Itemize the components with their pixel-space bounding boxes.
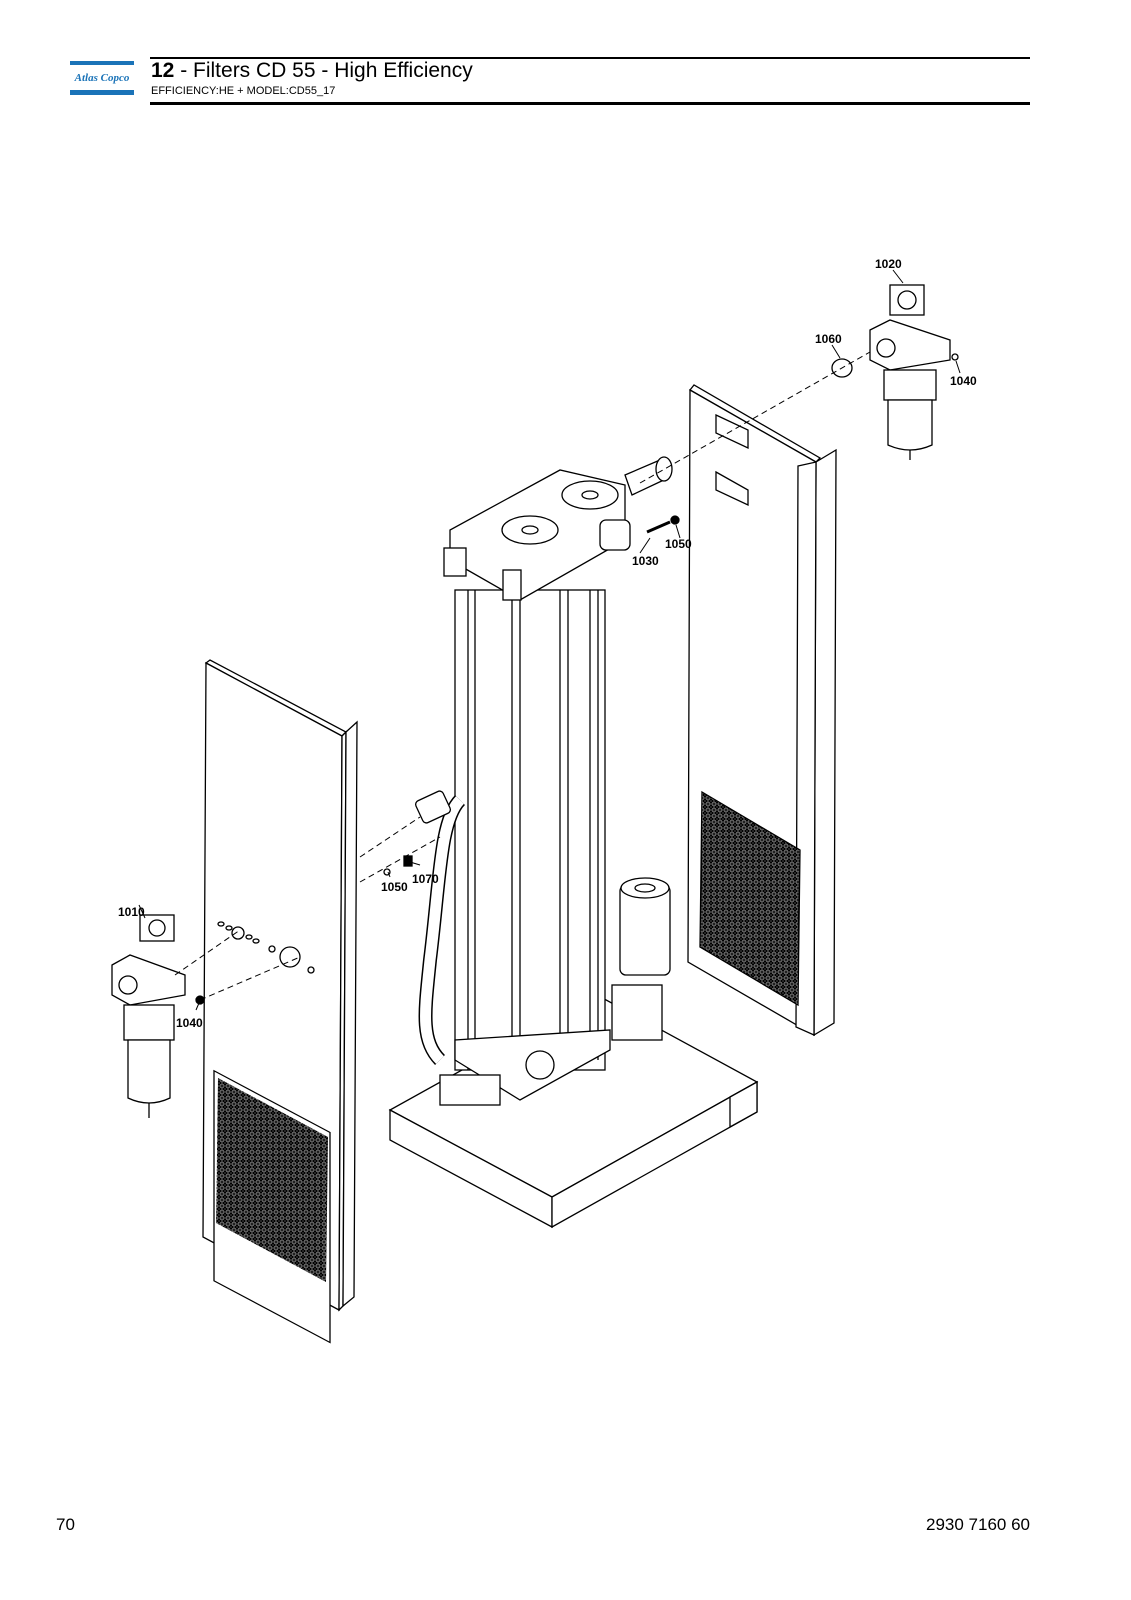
oring-1060 xyxy=(831,358,853,378)
callout-1030: 1030 xyxy=(632,554,659,568)
svg-text:Atlas Copco: Atlas Copco xyxy=(74,72,130,84)
plug-1050-left xyxy=(383,868,391,876)
callout-1040-right: 1040 xyxy=(950,374,977,388)
callout-1060: 1060 xyxy=(815,332,842,346)
header-top-rule xyxy=(150,57,1030,59)
page-subtitle: EFFICIENCY:HE + MODEL:CD55_17 xyxy=(151,85,336,97)
left-side-panel xyxy=(202,659,358,1344)
small-parts xyxy=(195,353,959,1005)
header-bottom-rule xyxy=(150,102,1030,105)
plug-1050-right xyxy=(670,515,680,525)
bolt-1030 xyxy=(646,520,671,534)
assembly-lines xyxy=(174,351,871,1001)
callout-1050-left: 1050 xyxy=(381,880,408,894)
page-title: 12 - Filters CD 55 - High Efficiency xyxy=(151,59,473,83)
right-side-panel xyxy=(687,384,837,1037)
section-number: 12 xyxy=(151,59,175,82)
callout-1050-right: 1050 xyxy=(665,537,692,551)
leader-lines xyxy=(138,269,961,1011)
section-title: - Filters CD 55 - High Efficiency xyxy=(174,59,473,82)
page-number: 70 xyxy=(56,1515,75,1534)
dryer-column-assembly xyxy=(414,456,673,1106)
left-panel-vent-grille xyxy=(216,1078,328,1282)
fitting-1070 xyxy=(403,855,413,867)
atlas-copco-logo: Atlas Copco xyxy=(70,61,134,95)
document-number: 2930 7160 60 xyxy=(926,1515,1030,1534)
filter-1010 xyxy=(111,914,186,1118)
filter-1020 xyxy=(869,284,951,460)
callout-1070: 1070 xyxy=(412,872,439,886)
plug-1040-right xyxy=(951,353,959,361)
callout-1020: 1020 xyxy=(875,257,902,271)
base-frame xyxy=(388,994,759,1229)
callout-1040-left: 1040 xyxy=(176,1016,203,1030)
callout-1010: 1010 xyxy=(118,905,145,919)
